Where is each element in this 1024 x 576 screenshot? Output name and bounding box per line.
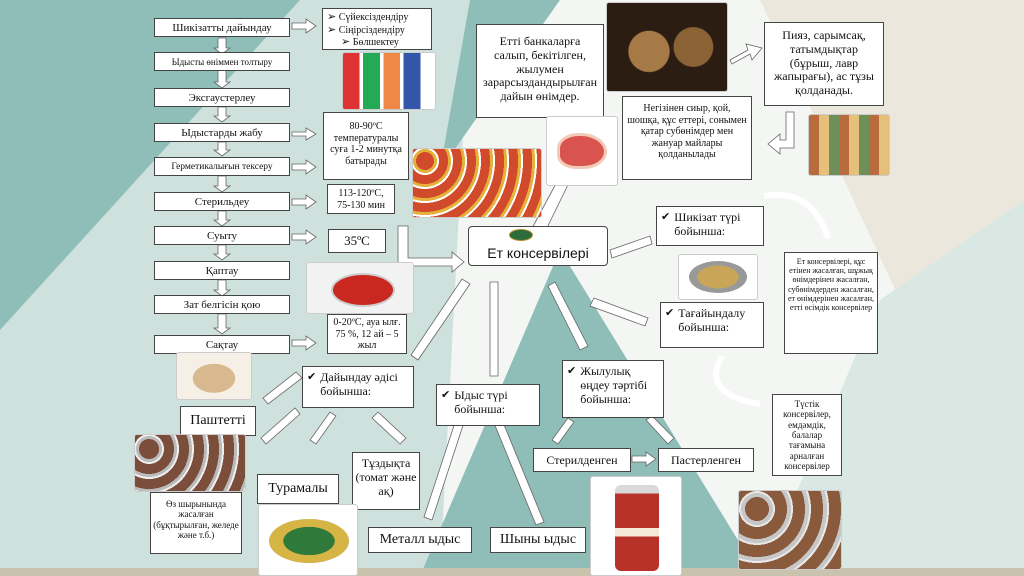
raw-meat-photo bbox=[546, 116, 618, 186]
cooling-note: 35ºС bbox=[328, 229, 386, 253]
step-packing: Қаптау bbox=[154, 261, 290, 280]
method-arrows bbox=[260, 371, 407, 445]
meat-icon bbox=[557, 133, 607, 169]
prep-item: ➢ Сіңірсіздендіру bbox=[327, 22, 405, 36]
jars-photo bbox=[606, 2, 728, 92]
raw-materials-box: Негізінен сиыр, қой, шошқа, құс еттері, … bbox=[622, 96, 752, 180]
prep-list-box: ➢ Сүйексіздендіру ➢ Сіңірсіздендіру ➢ Бө… bbox=[322, 8, 432, 50]
step-sterilization: Стерильдеу bbox=[154, 192, 290, 211]
can-icon bbox=[509, 229, 533, 241]
jar-icon bbox=[615, 485, 659, 571]
sterilization-note: 113-120ºС, 75-130 мин bbox=[327, 184, 395, 214]
by-method-box: ✔Дайындау әдісі бойынша: bbox=[302, 366, 414, 408]
curve-arrow-raw-types bbox=[763, 191, 831, 239]
arrow-hook-additives bbox=[767, 111, 795, 155]
arrow-to-additives bbox=[729, 43, 763, 65]
own-juice-box: Өз шырынында жасалған (бұқтырылған, желе… bbox=[150, 492, 242, 554]
heat-pasteurized: Пастерленген bbox=[658, 448, 754, 472]
step-exhausting: Эксгаустерлеу bbox=[154, 88, 290, 107]
step-right-arrows bbox=[291, 18, 317, 351]
bullet-arrow-icon: ➢ bbox=[327, 10, 337, 23]
check-mark-icon: ✔ bbox=[665, 306, 675, 319]
products-photo bbox=[342, 52, 436, 110]
heat-sterilized: Стерилденген bbox=[533, 448, 631, 472]
check-mark-icon: ✔ bbox=[567, 364, 577, 377]
prep-item: ➢ Бөлшектеу bbox=[341, 35, 399, 48]
pate-photo bbox=[176, 352, 252, 400]
sealing-note: 80-90ºС температуралы суға 1-2 минутқа б… bbox=[323, 112, 409, 180]
by-purpose-box: ✔Тағайындалу бойынша: bbox=[660, 302, 764, 348]
canned-pile-photo bbox=[738, 490, 842, 570]
prep-item: ➢ Сүйексіздендіру bbox=[327, 10, 409, 23]
definition-box: Етті банкаларға салып, бекітілген, жылум… bbox=[476, 24, 604, 118]
heat-arrows bbox=[551, 415, 675, 467]
step-filling: Ыдысты өніммен толтыру bbox=[154, 52, 290, 71]
check-mark-icon: ✔ bbox=[661, 210, 671, 223]
by-heat-box: ✔Жылулық өңдеу тәртібі бойынша: bbox=[562, 360, 664, 418]
center-title: Ет консервілері bbox=[468, 226, 608, 266]
container-metal: Металл ыдыс bbox=[368, 527, 472, 553]
red-can-photo bbox=[306, 262, 414, 314]
bullet-arrow-icon: ➢ bbox=[341, 35, 351, 48]
curve-arrow-purpose-types bbox=[713, 354, 761, 407]
open-cans-photo bbox=[134, 434, 246, 492]
cans-stack-photo bbox=[412, 148, 542, 218]
bracket-arrow bbox=[397, 225, 465, 273]
by-container-box: ✔Ыдыс түрі бойынша: bbox=[436, 384, 540, 426]
assorted-cans-photo bbox=[808, 114, 890, 176]
check-mark-icon: ✔ bbox=[441, 388, 451, 401]
can-icon bbox=[331, 273, 395, 307]
additives-box: Пияз, сарымсақ, татымдықтар (бұрыш, лавр… bbox=[764, 22, 884, 106]
check-mark-icon: ✔ bbox=[307, 370, 317, 383]
bullet-arrow-icon: ➢ bbox=[327, 22, 337, 36]
container-glass: Шыны ыдыс bbox=[490, 527, 586, 553]
step-labeling: Зат белгісін қою bbox=[154, 295, 290, 314]
storage-note: 0-20ºС, ауа ылғ. 75 %, 12 ай – 5 жыл bbox=[327, 314, 407, 354]
can-icon bbox=[689, 261, 747, 293]
method-chopped: Турамалы bbox=[257, 474, 339, 504]
step-leak-check: Герметикалығын тексеру bbox=[154, 157, 290, 176]
step-down-arrows bbox=[212, 37, 232, 335]
open-can-photo bbox=[678, 254, 758, 300]
step-sealing: Ыдыстарды жабу bbox=[154, 123, 290, 142]
by-raw-box: ✔Шикізат түрі бойынша: bbox=[656, 206, 764, 246]
premium-can-photo bbox=[258, 504, 358, 576]
method-pate: Паштетті bbox=[180, 406, 256, 436]
can-icon bbox=[269, 519, 349, 563]
method-sauce: Тұздықта (томат және ақ) bbox=[352, 452, 420, 510]
purpose-types-box: Түстік консервілер, емдәмдік, балалар та… bbox=[772, 394, 842, 476]
glass-jar-photo bbox=[590, 476, 682, 576]
step-raw-prep: Шикізатты дайындау bbox=[154, 18, 290, 37]
raw-types-box: Ет консервілері, құс етінен жасалған, шұ… bbox=[784, 252, 878, 354]
step-cooling: Суыту bbox=[154, 226, 290, 245]
